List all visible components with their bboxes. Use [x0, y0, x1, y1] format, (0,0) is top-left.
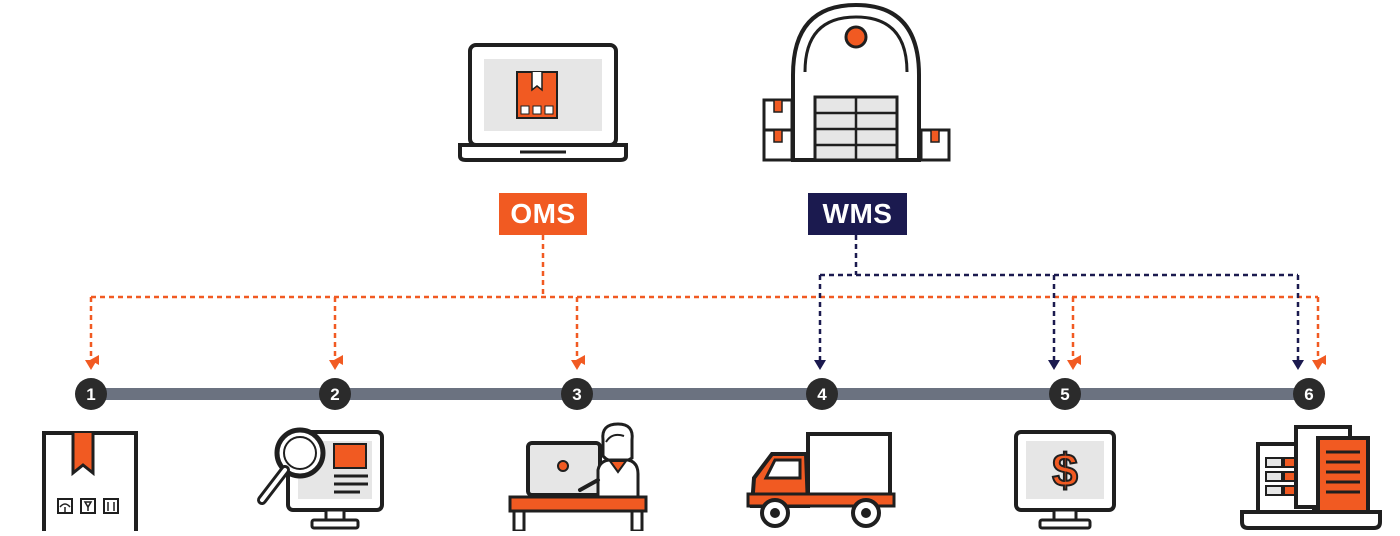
step-markers: 1 2 3 4 5 6	[75, 378, 1325, 410]
laptop-package-icon	[458, 43, 628, 162]
wms-label: WMS	[808, 193, 907, 235]
oms-label: OMS	[499, 193, 587, 235]
oms-arrowheads	[85, 360, 1324, 370]
delivery-truck-icon	[746, 432, 896, 528]
step-number: 3	[572, 385, 581, 404]
step-number: 6	[1304, 385, 1313, 404]
search-monitor-icon	[257, 427, 384, 530]
step-number: 2	[330, 385, 339, 404]
package-icon	[42, 431, 138, 535]
step-number: 5	[1060, 385, 1069, 404]
reports-laptop-icon	[1240, 425, 1382, 530]
step-marker-4: 4	[806, 378, 838, 410]
timeline-bar	[91, 388, 1313, 400]
step-marker-3: 3	[561, 378, 593, 410]
step-marker-6: 6	[1293, 378, 1325, 410]
billing-monitor-icon: $	[1014, 430, 1116, 530]
warehouse-icon	[762, 2, 951, 162]
step-marker-1: 1	[75, 378, 107, 410]
dollar-sign-icon: $	[1052, 444, 1078, 496]
wms-connectors	[818, 235, 1300, 360]
oms-connectors	[89, 235, 1326, 365]
step-marker-2: 2	[319, 378, 351, 410]
step-number: 4	[817, 385, 827, 404]
customer-service-agent-icon	[508, 422, 648, 533]
step-number: 1	[86, 385, 95, 404]
step-marker-5: 5	[1049, 378, 1081, 410]
wms-arrowheads	[814, 360, 1304, 370]
